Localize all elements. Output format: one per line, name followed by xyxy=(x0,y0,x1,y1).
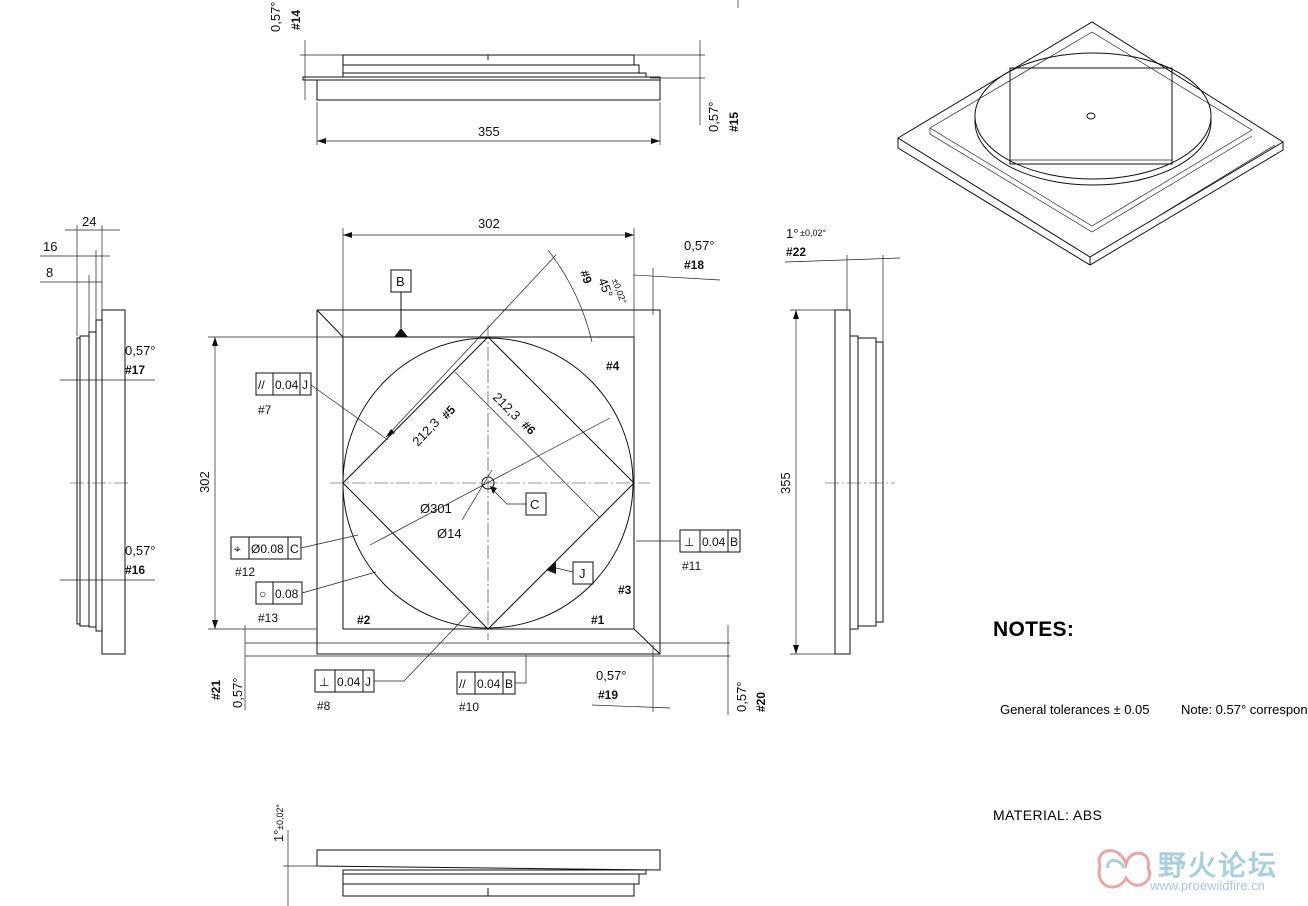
dim-16: 16 xyxy=(43,239,57,254)
label-18: #18 xyxy=(684,258,704,272)
angle-bottom: 1° xyxy=(271,830,286,842)
label-20: #20 xyxy=(754,692,768,712)
dim-355-top: 355 xyxy=(478,124,500,139)
angle-bottom-tol: ±0,02° xyxy=(275,804,285,830)
dim-dia-14: Ø14 xyxy=(437,526,462,541)
bottom-elevation-view: 1° ±0,02° xyxy=(271,804,661,906)
label-7: #7 xyxy=(258,403,272,417)
dim-212-5: 212,3 xyxy=(409,415,442,449)
dim-24: 24 xyxy=(82,214,96,229)
isometric-view xyxy=(897,21,1284,266)
watermark-cn: 野火论坛 xyxy=(1158,850,1279,881)
fcf-7-value: 0.04 xyxy=(275,378,299,392)
label-6: #6 xyxy=(519,418,539,438)
angle-20: 0,57° xyxy=(734,681,749,712)
general-tolerances: General tolerances ± 0.05 xyxy=(1000,702,1150,717)
label-15: #15 xyxy=(727,112,741,132)
dim-302-h: 302 xyxy=(478,216,500,231)
fcf-12-datum: C xyxy=(290,542,299,556)
label-5: #5 xyxy=(439,402,459,422)
fcf-8-symbol: ⊥ xyxy=(319,675,329,689)
material-note: MATERIAL: ABS xyxy=(993,807,1103,823)
datum-j: J xyxy=(579,566,586,581)
angle-9: 45° xyxy=(595,276,616,300)
label-10: #10 xyxy=(459,700,479,714)
angle-22: 1° xyxy=(786,226,798,241)
dim-355-side: 355 xyxy=(778,472,793,494)
label-21: #21 xyxy=(209,680,223,700)
label-16: #16 xyxy=(125,563,145,577)
label-9: #9 xyxy=(577,268,595,286)
fcf-7-symbol: // xyxy=(258,378,265,392)
angle-22-tol: ±0,02° xyxy=(800,228,826,238)
fcf-11-symbol: ⊥ xyxy=(684,535,694,549)
left-side-view: 24 16 8 0,57° #17 0,57° #16 xyxy=(40,214,156,655)
angle-16: 0,57° xyxy=(125,543,156,558)
watermark-url: www.proewildfire.cn xyxy=(1150,878,1265,893)
datum-b: B xyxy=(396,274,405,289)
label-8: #8 xyxy=(317,699,331,713)
label-11: #11 xyxy=(682,559,701,573)
angle-15: 0,57° xyxy=(706,101,721,132)
note-057: Note: 0.57° correspon xyxy=(1181,702,1308,717)
label-3: #3 xyxy=(618,583,632,597)
label-2: #2 xyxy=(357,613,371,627)
label-14: #14 xyxy=(289,10,303,30)
top-elevation-view: 355 0,57° #14 0,57° #15 xyxy=(268,0,741,145)
fcf-13-value: 0.08 xyxy=(275,587,299,601)
notes-title: NOTES: xyxy=(993,618,1075,641)
right-side-view: 355 1° ±0,02° #22 xyxy=(778,226,901,655)
plan-view: 302 302 212,3 #5 212,3 #6 Ø301 Ø14 45° ±… xyxy=(197,216,768,715)
fcf-11-datum: B xyxy=(730,535,738,549)
dim-dia-301: Ø301 xyxy=(420,501,452,516)
angle-19: 0,57° xyxy=(596,668,627,683)
fcf-12-value: Ø0.08 xyxy=(251,542,284,556)
angle-21: 0,57° xyxy=(230,677,245,708)
fcf-8-datum: J xyxy=(365,675,371,689)
label-17: #17 xyxy=(125,363,145,377)
label-12: #12 xyxy=(235,565,255,579)
dim-302-v: 302 xyxy=(197,471,212,493)
angle-14: 0,57° xyxy=(268,1,283,32)
fcf-7-datum: J xyxy=(302,378,308,392)
watermark: 野火论坛 www.proewildfire.cn xyxy=(1090,838,1290,898)
watermark-logo-icon xyxy=(1097,849,1152,889)
label-1: #1 xyxy=(591,613,605,627)
fcf-8-value: 0.04 xyxy=(337,675,361,689)
fcf-11-value: 0.04 xyxy=(702,535,726,549)
fcf-12-symbol: ⌖ xyxy=(234,542,241,556)
angle-17: 0,57° xyxy=(125,343,156,358)
label-19: #19 xyxy=(598,688,618,702)
dim-212-6: 212,3 xyxy=(490,390,524,424)
angle-18: 0,57° xyxy=(684,238,715,253)
label-22: #22 xyxy=(786,245,806,259)
label-13: #13 xyxy=(258,611,278,625)
dim-8: 8 xyxy=(46,265,53,280)
fcf-10-symbol: // xyxy=(459,677,466,691)
datum-c: C xyxy=(530,497,539,512)
fcf-10-value: 0.04 xyxy=(477,677,501,691)
label-4: #4 xyxy=(606,359,620,373)
fcf-10-datum: B xyxy=(505,677,513,691)
fcf-13-symbol: ○ xyxy=(259,587,266,601)
